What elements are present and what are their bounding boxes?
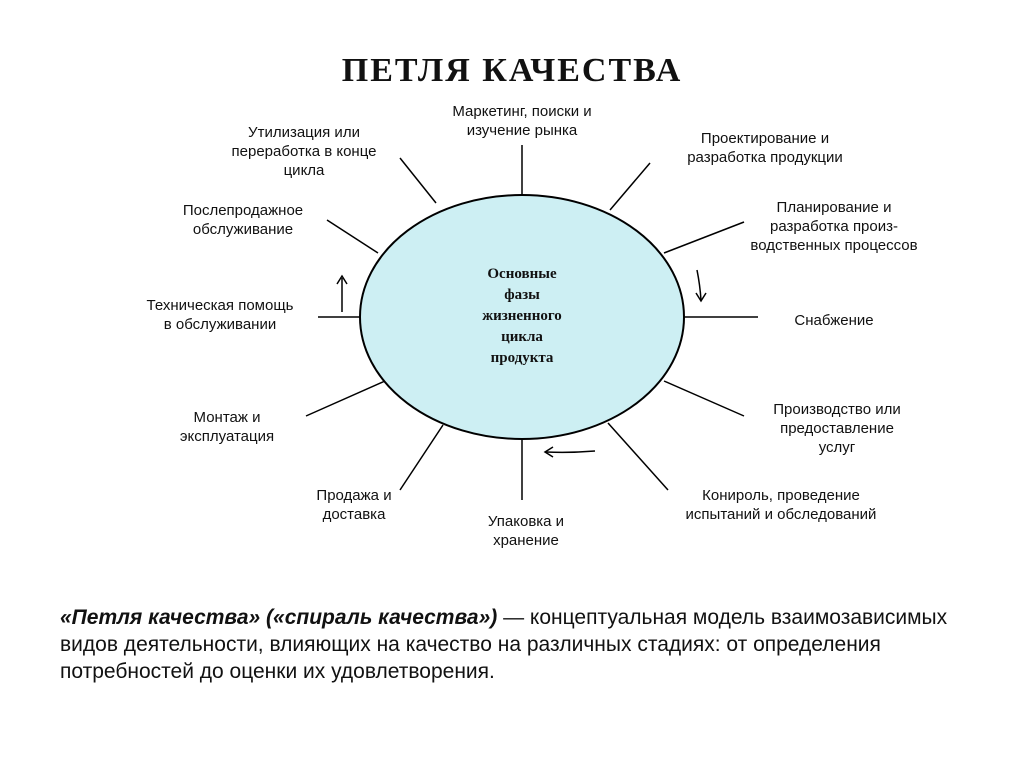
phase-label-line: обслуживание xyxy=(193,221,293,238)
phase-label-line: Маркетинг, поиски и xyxy=(452,103,591,120)
spoke-line xyxy=(326,219,379,254)
phase-labels: Маркетинг, поиски и изучение рынка Проекти… xyxy=(147,103,918,549)
caption-term: «Петля качества» («спираль качества») xyxy=(60,606,498,629)
center-label-line: фазы xyxy=(504,287,540,303)
phase-label-line: предоставление xyxy=(780,420,894,437)
phase-label-line: Снабжение xyxy=(794,312,873,329)
phase-label-line: Упаковка и xyxy=(488,513,564,530)
phase-label-line: хранение xyxy=(493,532,559,549)
phase-label-line: переработка в конце xyxy=(232,143,377,160)
phase-label: Техническая помощь в обслуживании xyxy=(147,297,294,333)
right-direction-arrow xyxy=(695,269,707,303)
phase-label-line: изучение рынка xyxy=(467,122,578,139)
caption-definition: — концептуальная модель взаимозависимых … xyxy=(60,606,948,683)
phase-label: Маркетинг, поиски и изучение рынка xyxy=(452,103,591,139)
phase-label-line: Планирование и xyxy=(777,199,892,216)
spokes xyxy=(305,145,758,500)
phase-label-line: разработка произ- xyxy=(770,218,898,235)
phase-label-line: разработка продукции xyxy=(687,149,843,166)
center-label-line: Основные xyxy=(487,266,557,282)
phase-label: Упаковка и хранение xyxy=(488,513,564,549)
center-ellipse xyxy=(359,194,685,440)
phase-label-line: Монтаж и xyxy=(194,409,261,426)
center-label-line: цикла xyxy=(501,329,543,345)
slide-title: ПЕТЛЯ КАЧЕСТВА xyxy=(341,52,683,89)
quality-loop-diagram: Основные фазы жизненного цикла продукта Марк… xyxy=(147,103,918,549)
center-label-line: жизненного xyxy=(482,308,562,324)
spoke-line xyxy=(609,162,651,211)
phase-label-line: Проектирование и xyxy=(701,130,829,147)
center-label: Основные фазы жизненного цикла продукта xyxy=(482,266,562,366)
phase-label-line: Послепродажное xyxy=(183,202,303,219)
spoke-line xyxy=(399,424,444,491)
phase-label: Продажа и доставка xyxy=(316,487,391,523)
phase-label-line: в обслуживании xyxy=(164,316,276,333)
bottom-direction-arrow xyxy=(543,446,596,458)
definition-caption: «Петля качества» («спираль качества») — … xyxy=(60,604,960,685)
phase-label: Конироль, проведение испытаний и обследов… xyxy=(686,487,877,523)
phase-label-line: Техническая помощь xyxy=(147,297,294,314)
center-label-line: продукта xyxy=(491,350,554,366)
phase-label: Утилизация или переработка в конце цикла xyxy=(232,124,377,179)
phase-label: Производство или предоставление услуг xyxy=(773,401,900,456)
phase-label-line: Продажа и xyxy=(316,487,391,504)
phase-label-line: услуг xyxy=(819,439,856,456)
phase-label-line: Утилизация или xyxy=(248,124,360,141)
phase-label: Снабжение xyxy=(794,312,873,329)
phase-label-line: цикла xyxy=(284,162,325,179)
phase-label: Монтаж и эксплуатация xyxy=(180,409,274,445)
phase-label: Планирование и разработка произ-водственн… xyxy=(750,199,917,254)
phase-label-line: Производство или xyxy=(773,401,900,418)
spoke-line xyxy=(663,221,745,254)
phase-label-line: Конироль, проведение xyxy=(702,487,860,504)
spoke-line xyxy=(607,422,669,491)
spoke-line xyxy=(399,157,437,204)
phase-label-line: испытаний и обследований xyxy=(686,506,877,523)
left-direction-arrow xyxy=(336,274,348,312)
spoke-line xyxy=(663,380,745,417)
phase-label-line: водственных процессов xyxy=(750,237,917,254)
spoke-line xyxy=(305,380,386,417)
phase-label-line: доставка xyxy=(323,506,386,523)
phase-label-line: эксплуатация xyxy=(180,428,274,445)
phase-label: Проектирование и разработка продукции xyxy=(687,130,843,166)
phase-label: Послепродажное обслуживание xyxy=(183,202,303,238)
